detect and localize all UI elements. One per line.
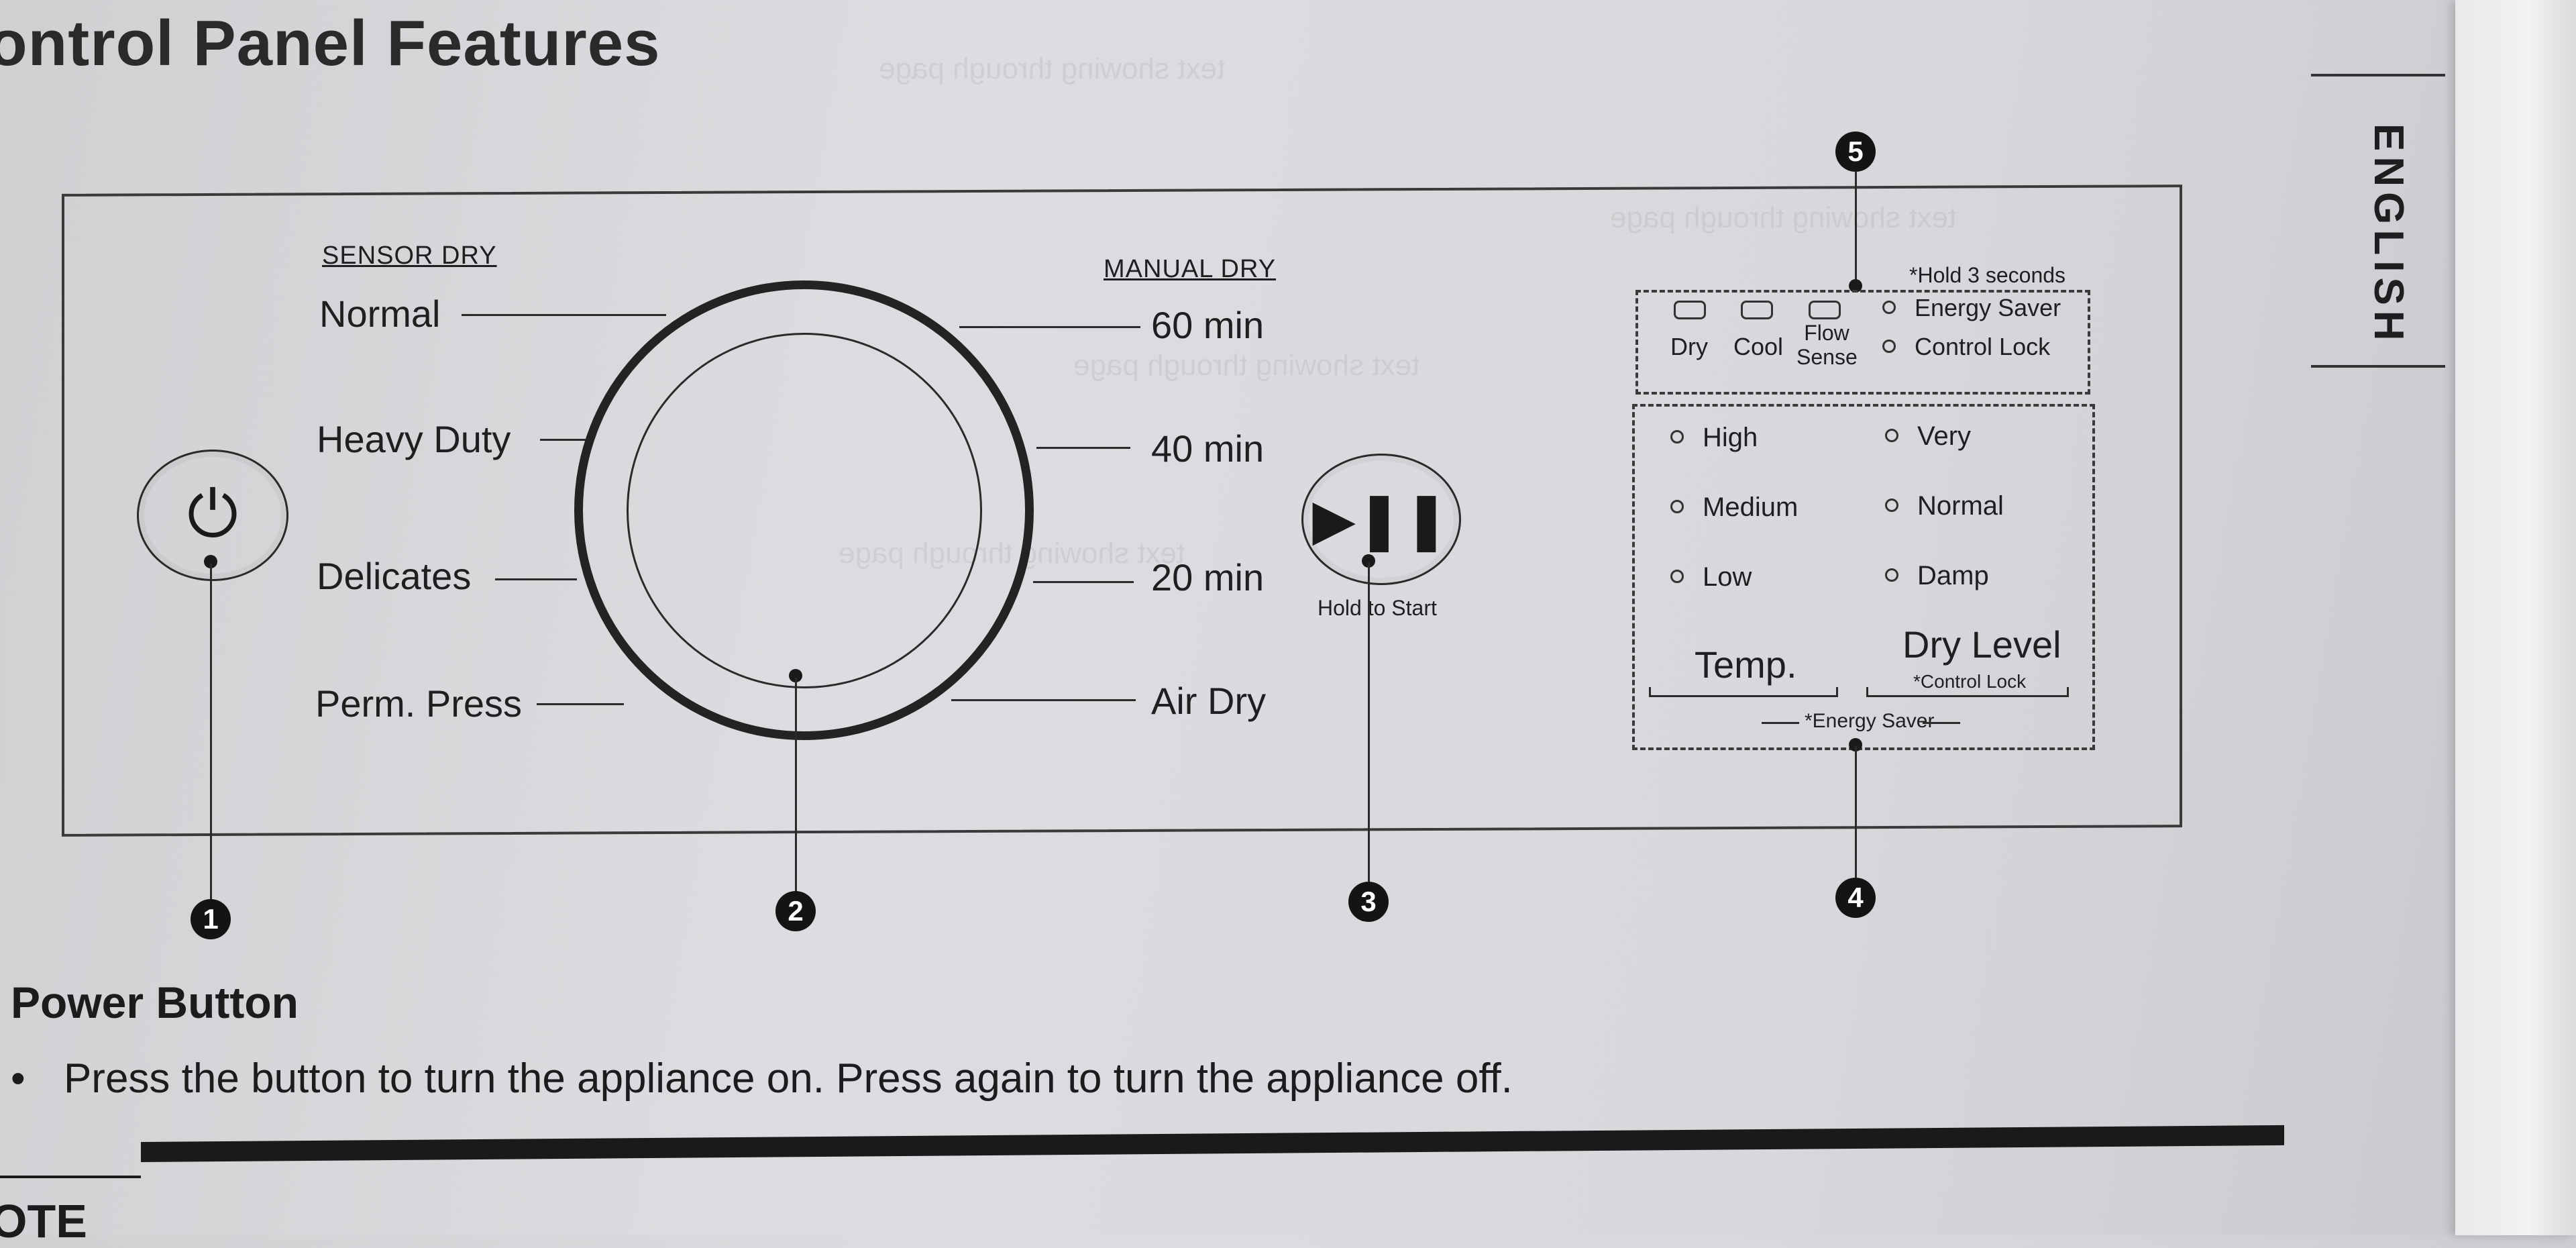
start-caption: Hold to Start <box>1318 596 1437 620</box>
sensor-dry-heading: SENSOR DRY <box>322 242 497 270</box>
dry-level-very-label: Very <box>1917 421 1972 451</box>
indicator-dry: Dry <box>1670 333 1708 360</box>
power-button-description: • Press the button to turn the appliance… <box>11 1055 1513 1102</box>
callout-dot <box>204 555 217 568</box>
callout-dot <box>789 669 802 682</box>
control-lock-label: Control Lock <box>1915 333 2051 360</box>
indicator-ring-icon <box>1670 500 1684 514</box>
temp-bracket <box>1649 687 1838 697</box>
language-tab: ENGLISH <box>2311 74 2445 368</box>
page-title: ontrol Panel Features <box>0 7 661 79</box>
dry-level-button[interactable]: Dry Level <box>1902 623 2061 666</box>
cycle-heavy-duty: Heavy Duty <box>317 418 511 460</box>
indicator-ring-icon <box>1882 301 1896 315</box>
leader-line <box>951 699 1136 701</box>
callout-marker-1: 1 <box>191 899 231 939</box>
cycle-20-min: 20 min <box>1151 556 1265 599</box>
power-button[interactable]: ⏻ <box>137 450 288 581</box>
note-rule-line <box>0 1176 141 1178</box>
callout-line <box>210 564 212 906</box>
cycle-delicates: Delicates <box>317 555 472 597</box>
cycle-perm-press: Perm. Press <box>315 682 523 725</box>
cycle-normal: Normal <box>319 293 441 335</box>
description-text: Press the button to turn the appliance o… <box>63 1055 1513 1102</box>
leader-line <box>495 578 577 580</box>
flow-sense-indicator-lamp <box>1809 301 1841 319</box>
callout-marker-2: 2 <box>775 891 816 931</box>
indicator-ring-icon <box>1885 568 1898 582</box>
indicator-ring-icon <box>1885 429 1898 443</box>
dry-level-damp-label: Damp <box>1917 561 1989 590</box>
temp-high[interactable]: High <box>1670 423 1758 453</box>
callout-dot <box>1362 554 1375 568</box>
callout-line <box>1855 746 1857 880</box>
callout-marker-3: 3 <box>1348 882 1389 922</box>
combo-bracket-left <box>1762 722 1799 724</box>
temp-high-label: High <box>1703 423 1758 452</box>
section-title: Power Button <box>11 978 299 1027</box>
dry-level-bracket <box>1866 687 2069 697</box>
leader-line <box>1033 581 1134 583</box>
bullet: • <box>11 1055 25 1102</box>
hold-note: *Hold 3 seconds <box>1909 263 2066 287</box>
paper-edge <box>2455 0 2576 1235</box>
callout-dot <box>1849 279 1862 293</box>
cycle-40-min: 40 min <box>1151 427 1265 470</box>
indicator-ring-icon <box>1882 340 1896 354</box>
bleed-through-text: text showing through page <box>879 52 1226 85</box>
dry-level-damp[interactable]: Damp <box>1885 561 1989 591</box>
callout-line <box>1855 171 1857 284</box>
dry-level-sub-note: *Control Lock <box>1913 671 2027 692</box>
temp-medium-label: Medium <box>1703 492 1799 522</box>
option-energy-saver[interactable]: Energy Saver <box>1882 294 2061 322</box>
indicator-flow-sense: Flow Sense <box>1796 321 1858 369</box>
cycle-air-dry: Air Dry <box>1151 680 1267 722</box>
power-icon: ⏻ <box>187 478 238 550</box>
temp-low-label: Low <box>1703 562 1752 592</box>
dry-level-normal-label: Normal <box>1917 491 2004 521</box>
callout-marker-5: 5 <box>1835 132 1876 172</box>
indicator-ring-icon <box>1885 499 1898 513</box>
note-rule-bar <box>141 1125 2284 1162</box>
start-pause-button[interactable]: ▶❚❚ <box>1301 454 1461 585</box>
temp-medium[interactable]: Medium <box>1670 492 1798 523</box>
leader-line <box>959 326 1140 328</box>
note-label: OTE <box>0 1195 87 1247</box>
language-label: ENGLISH <box>2365 123 2412 346</box>
dry-level-very[interactable]: Very <box>1885 421 1971 452</box>
cycle-selector-knob-inner <box>627 333 982 688</box>
energy-saver-label: Energy Saver <box>1915 294 2061 321</box>
temp-button[interactable]: Temp. <box>1695 643 1797 686</box>
combo-bracket-right <box>1923 722 1960 724</box>
leader-line <box>537 703 624 705</box>
dry-indicator-lamp <box>1674 301 1706 319</box>
play-pause-icon: ▶❚❚ <box>1312 488 1450 551</box>
indicator-ring-icon <box>1670 570 1684 584</box>
option-control-lock[interactable]: Control Lock <box>1882 333 2050 361</box>
callout-dot <box>1849 738 1862 751</box>
callout-line <box>795 678 797 899</box>
leader-line <box>1036 447 1130 449</box>
indicator-ring-icon <box>1670 430 1684 444</box>
callout-marker-4: 4 <box>1835 878 1876 918</box>
leader-line <box>462 314 666 316</box>
cycle-60-min: 60 min <box>1151 304 1265 346</box>
options-box <box>1635 290 2090 395</box>
dry-level-normal[interactable]: Normal <box>1885 491 2004 521</box>
combo-energy-saver-note: *Energy Saver <box>1805 710 1935 732</box>
temp-low[interactable]: Low <box>1670 562 1752 592</box>
callout-line <box>1368 562 1370 884</box>
leader-line <box>540 439 587 441</box>
settings-box <box>1632 404 2095 750</box>
cool-indicator-lamp <box>1741 301 1773 319</box>
manual-dry-heading: MANUAL DRY <box>1104 255 1277 283</box>
indicator-cool: Cool <box>1733 333 1784 360</box>
